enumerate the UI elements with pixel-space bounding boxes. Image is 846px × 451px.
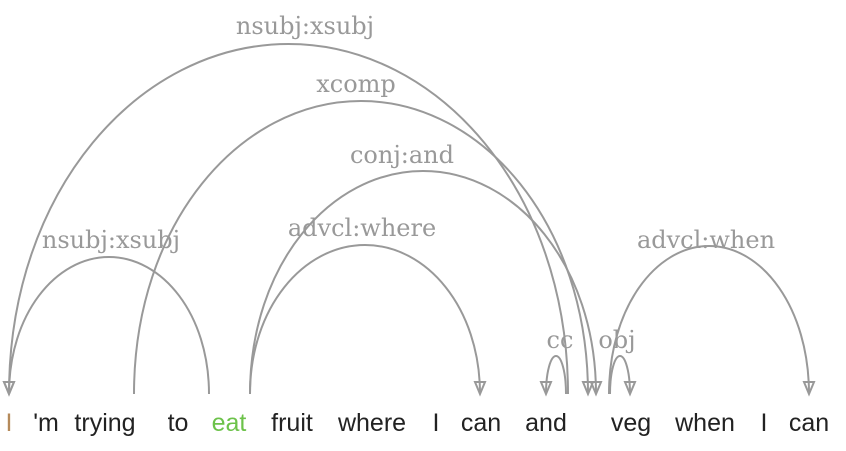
- arrowhead-2: [589, 381, 603, 397]
- arc-label-7: advcl:when: [637, 226, 775, 254]
- arrowhead-4: [473, 381, 487, 397]
- token-4: eat: [212, 409, 247, 437]
- token-2: trying: [74, 409, 135, 437]
- arc-6-obj: [609, 354, 631, 395]
- arrowhead-1: [581, 381, 595, 397]
- arc-4-advcl-where: [249, 243, 481, 395]
- arc-label-6: obj: [598, 326, 635, 354]
- token-6: where: [337, 409, 406, 437]
- arc-label-0: nsubj:xsubj: [236, 12, 374, 40]
- arc-7-advcl-when: [608, 244, 810, 395]
- arc-labels-layer: nsubj:xsubj xcomp conj:and nsubj:xsubj advcl…: [42, 12, 775, 354]
- arc-3-nsubj-xsubj: [8, 255, 210, 395]
- arrowhead-7: [802, 381, 816, 397]
- token-9: and: [525, 409, 567, 437]
- arc-label-2: conj:and: [350, 141, 454, 169]
- token-12: I: [761, 409, 768, 437]
- arcs-layer: [2, 42, 816, 397]
- arc-label-3: nsubj:xsubj: [42, 226, 180, 254]
- token-10: veg: [611, 409, 651, 437]
- arrowhead-5: [539, 381, 553, 397]
- token-1: 'm: [33, 409, 59, 437]
- arc-label-1: xcomp: [316, 70, 396, 98]
- arc-5-cc: [545, 354, 567, 395]
- arc-1-xcomp: [133, 99, 589, 395]
- token-7: I: [433, 409, 440, 437]
- token-5: fruit: [271, 409, 313, 437]
- token-13: can: [789, 409, 829, 437]
- token-8: can: [461, 409, 501, 437]
- token-3: to: [168, 409, 189, 437]
- arc-label-4: advcl:where: [288, 214, 436, 242]
- token-11: when: [674, 409, 735, 437]
- arc-label-5: cc: [547, 326, 574, 354]
- arrowhead-3: [2, 381, 16, 397]
- arc-2-conj-and: [249, 169, 597, 395]
- arrowhead-6: [623, 381, 637, 397]
- token-0: I: [6, 409, 13, 437]
